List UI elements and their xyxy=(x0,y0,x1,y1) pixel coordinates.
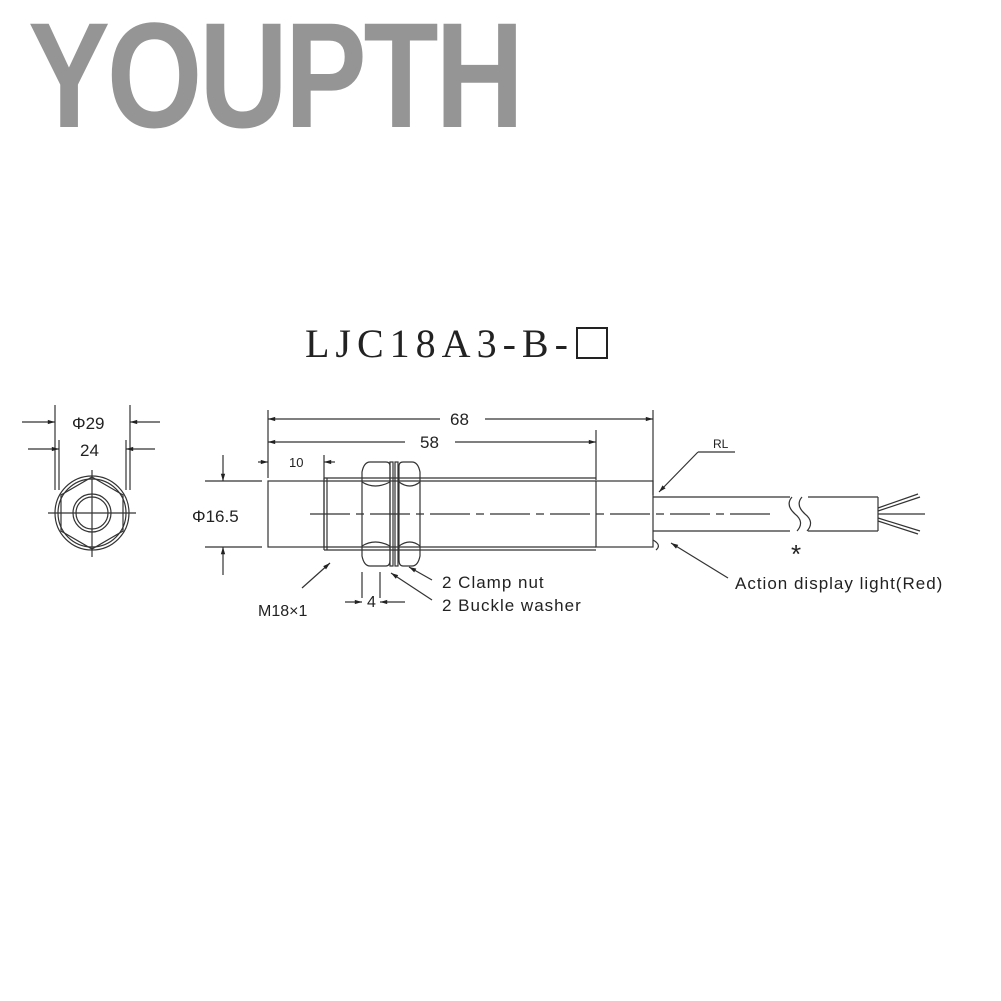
dim-head-length: 10 xyxy=(289,455,303,470)
brand-logo: YOUPTH xyxy=(28,0,524,159)
cable-length-asterisk: * xyxy=(791,539,801,569)
dim-overall-length: 68 xyxy=(450,410,469,429)
dim-nut-width: 4 xyxy=(367,594,376,611)
dim-thread: M18×1 xyxy=(258,603,307,620)
callout-indicator-light: Action display light(Red) xyxy=(735,574,943,593)
callout-clamp-nut: 2 Clamp nut xyxy=(442,573,545,592)
model-code-text: LJC18A3-B- xyxy=(305,321,574,366)
callout-buckle-washer: 2 Buckle washer xyxy=(442,596,582,615)
side-view xyxy=(205,410,925,605)
model-code: LJC18A3-B- xyxy=(305,320,608,367)
end-view xyxy=(22,405,160,557)
dim-body-length: 58 xyxy=(420,433,439,452)
end-view-inner-dim: 24 xyxy=(80,441,99,460)
rl-label: RL xyxy=(713,437,729,451)
dim-sensing-diameter: Φ16.5 xyxy=(192,507,239,526)
end-view-outer-dim: Φ29 xyxy=(72,414,104,433)
model-suffix-box xyxy=(575,327,608,359)
